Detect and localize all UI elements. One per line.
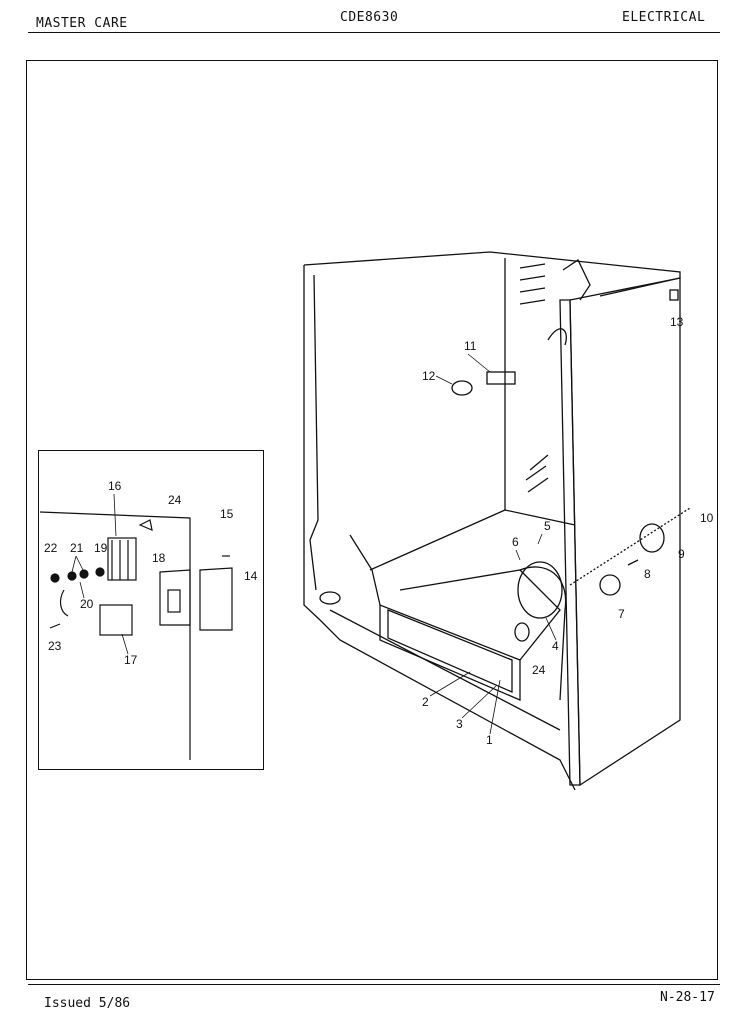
callout-22: 22	[44, 541, 58, 555]
header-brand: MASTER CARE	[36, 16, 128, 31]
callout-3: 3	[456, 717, 463, 731]
footer-issued: Issued 5/86	[44, 996, 131, 1011]
callout-19: 19	[94, 541, 108, 555]
inset-frame	[38, 450, 264, 770]
header-model: CDE8630	[340, 10, 399, 25]
callout-13: 13	[670, 315, 684, 329]
callout-11: 11	[464, 339, 477, 353]
callout-1: 1	[486, 733, 493, 747]
callout-9: 9	[678, 547, 685, 561]
callout-7: 7	[618, 607, 625, 621]
callout-20: 20	[80, 597, 94, 611]
diagram-frame	[26, 60, 718, 980]
callout-6: 6	[512, 535, 519, 549]
callout-15: 15	[220, 507, 234, 521]
inset-terminal-block-drawing	[39, 511, 233, 760]
callout-17: 17	[124, 653, 138, 667]
leader-lines	[71, 353, 557, 735]
callout-24-main: 24	[532, 663, 546, 677]
callout-21: 21	[70, 541, 84, 555]
callout-8: 8	[644, 567, 651, 581]
callout-23: 23	[48, 639, 62, 653]
callout-2: 2	[422, 695, 429, 709]
header-rule	[28, 32, 720, 33]
callout-5: 5	[544, 519, 551, 533]
footer-page-code: N-28-17	[660, 990, 715, 1005]
callout-labels: 1 2 3 4 5 6 7 8 9 10 11 12 13 24 14 15 1…	[44, 315, 714, 747]
footer-rule	[28, 984, 720, 985]
callout-24-inset: 24	[168, 493, 182, 507]
header-section: ELECTRICAL	[622, 10, 706, 25]
dryer-cabinet-drawing	[303, 251, 691, 791]
callout-10: 10	[700, 511, 714, 525]
callout-4: 4	[552, 639, 559, 653]
callout-16: 16	[108, 479, 122, 493]
callout-12: 12	[422, 369, 436, 383]
callout-18: 18	[152, 551, 166, 565]
callout-14: 14	[244, 569, 258, 583]
